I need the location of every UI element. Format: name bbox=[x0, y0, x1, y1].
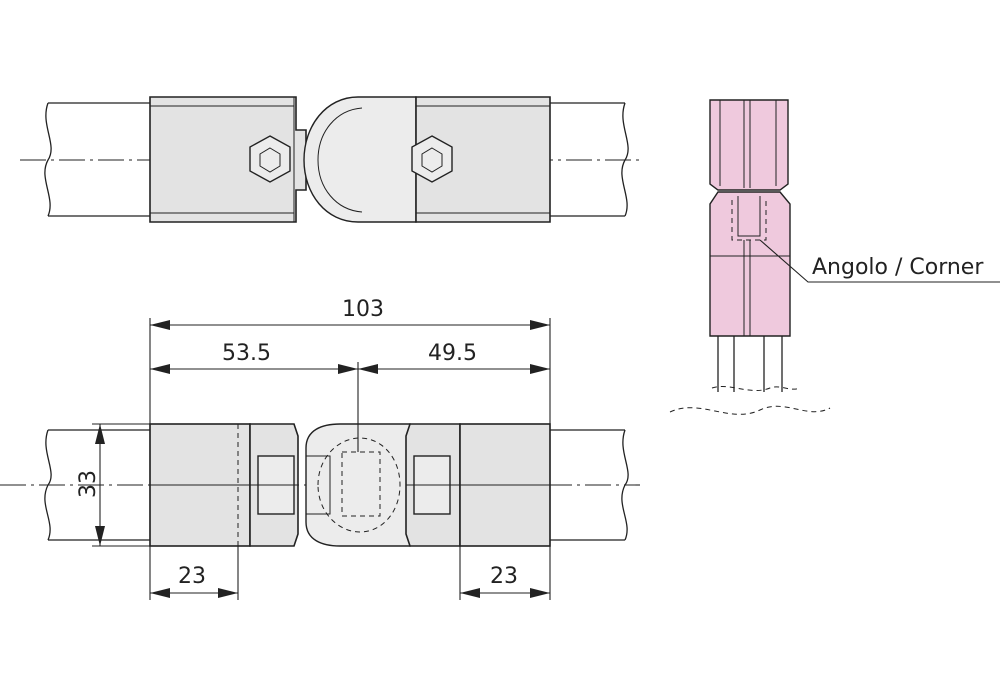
arrow-icon bbox=[530, 364, 550, 374]
callout-leader bbox=[759, 239, 1000, 283]
bot-knuckle-notch bbox=[306, 455, 331, 515]
arrow-icon bbox=[338, 364, 358, 374]
bot-knuckle-hidden-circle bbox=[317, 437, 401, 533]
callout-label: Angolo / Corner bbox=[812, 255, 984, 280]
top-right-socket bbox=[415, 96, 551, 223]
bottom-view: 103 53.5 49.5 33 23 23 bbox=[0, 297, 640, 600]
arrow-icon bbox=[95, 424, 105, 444]
bot-knuckle-hidden-box bbox=[341, 451, 381, 517]
arrow-icon bbox=[150, 588, 170, 598]
side-joint-hidden bbox=[731, 200, 767, 241]
arrow-icon bbox=[460, 588, 480, 598]
dim-left-to-joint: 53.5 bbox=[222, 341, 271, 366]
arrow-icon bbox=[530, 320, 550, 330]
top-break-left bbox=[44, 102, 52, 217]
side-break-line-2 bbox=[711, 386, 801, 392]
top-knuckle-inner bbox=[317, 107, 363, 213]
arrow-icon bbox=[150, 364, 170, 374]
side-view: Angolo / Corner bbox=[669, 99, 1000, 415]
hex-bolt-icon bbox=[249, 135, 291, 183]
hex-bolt-icon bbox=[411, 135, 453, 183]
side-upper-socket bbox=[709, 99, 789, 191]
arrow-icon bbox=[95, 526, 105, 546]
arrow-icon bbox=[150, 320, 170, 330]
top-view bbox=[20, 96, 640, 223]
arrow-icon bbox=[530, 588, 550, 598]
arrow-icon bbox=[358, 364, 378, 374]
side-joint-tab bbox=[737, 196, 761, 237]
dim-overall-length: 103 bbox=[342, 297, 384, 322]
dim-right-socket: 23 bbox=[490, 564, 518, 589]
top-knuckle bbox=[303, 96, 417, 223]
arrow-icon bbox=[218, 588, 238, 598]
dim-joint-to-right: 49.5 bbox=[428, 341, 477, 366]
dim-height: 33 bbox=[76, 470, 101, 498]
top-left-socket bbox=[149, 96, 307, 223]
side-break-line bbox=[669, 405, 831, 415]
dim-left-socket: 23 bbox=[178, 564, 206, 589]
